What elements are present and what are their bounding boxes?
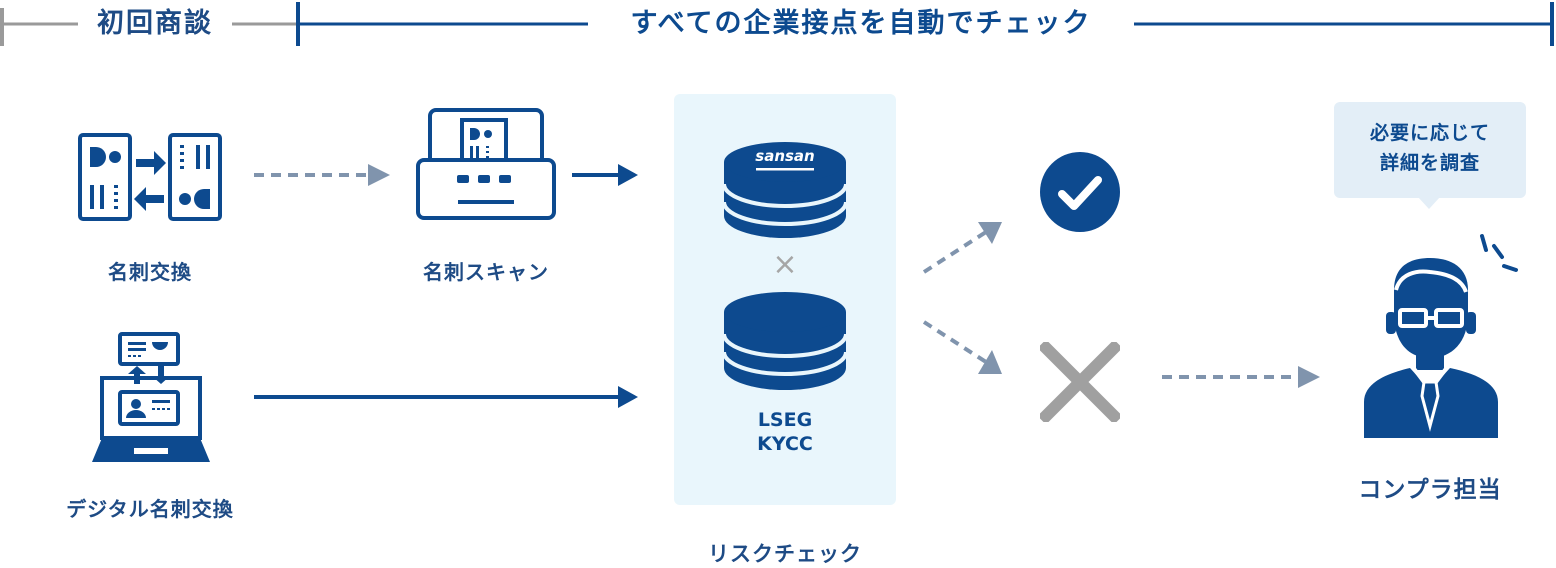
compliance-officer-label: コンプラ担当 [1358,477,1502,503]
sansan-database-icon: sansan [722,142,848,238]
arrow-solid-digital-to-risk [254,386,638,408]
speech-bubble-tail [1418,197,1440,209]
bubble-line1: 必要に応じて [1369,122,1490,144]
laptop-icon [92,332,210,462]
arrow-solid-scan-to-risk [572,164,638,186]
card-exchange-icon [78,133,222,221]
card-scan-label: 名刺スキャン [423,260,549,284]
cross-icon [1040,342,1120,422]
times-symbol: × [772,247,798,282]
header-left-label: 初回商談 [78,2,232,46]
speech-bubble: 必要に応じて 詳細を調査 [1334,102,1526,198]
lseg-database-icon [722,292,848,390]
risk-check-label: リスクチェック [708,542,862,566]
check-icon [1040,152,1120,232]
arrow-dashed-to-ng [922,320,1002,374]
arrow-dashed-exchange-to-scan [254,164,390,186]
lseg-label-line1: LSEG [757,409,813,431]
lseg-label-line2: KYCC [757,433,813,455]
header-right-label: すべての企業接点を自動でチェック [588,2,1134,46]
arrow-dashed-to-officer [1162,366,1320,388]
card-exchange-label: 名刺交換 [108,260,192,284]
scanner-icon [416,108,556,220]
bubble-line2: 詳細を調査 [1379,152,1480,174]
arrow-dashed-to-ok [922,222,1002,274]
digital-card-exchange-label: デジタル名刺交換 [66,497,234,521]
sansan-logo-text: sansan [755,147,814,165]
compliance-officer-icon [1364,234,1518,438]
